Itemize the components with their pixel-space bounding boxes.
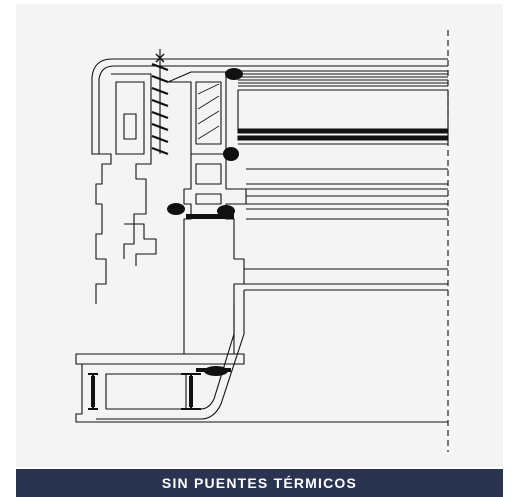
glazing-panes (237, 70, 449, 185)
screw (151, 49, 169, 156)
bottom-thermal-break-left (88, 373, 98, 410)
bottom-inner-chamber (105, 373, 187, 410)
bottom-thermal-strip (196, 368, 231, 372)
frame-left-inner (111, 73, 152, 259)
sash-lower-chamber (195, 193, 222, 205)
bottom-frame-body (75, 364, 448, 423)
diagram-panel (16, 4, 503, 467)
bottom-thermal-break-right (181, 373, 201, 410)
bottom-frame-outline (75, 353, 245, 365)
sash-hatched-block (195, 81, 222, 145)
inner-slanted-profile (96, 290, 245, 420)
sash-upper-chamber (195, 163, 222, 185)
gasket-left (167, 203, 185, 215)
inner-slanted-profile-inner (200, 304, 235, 410)
sash-top-profile (167, 71, 227, 155)
frame-left-profile (95, 153, 112, 304)
caption-text: SIN PUENTES TÉRMICOS (161, 475, 358, 491)
frame-top-cap (91, 58, 448, 155)
sash-central-profile (183, 154, 247, 355)
gasket-mid (223, 147, 239, 161)
frame-inner-slot (123, 113, 137, 140)
frame-inner-chamber (115, 81, 145, 155)
thermal-break-strip (186, 214, 234, 219)
caption-bar: SIN PUENTES TÉRMICOS (16, 469, 503, 497)
frame-lower-step (124, 223, 157, 266)
horizontal-rails (244, 188, 448, 291)
window-profile-section-drawing (75, 30, 449, 452)
